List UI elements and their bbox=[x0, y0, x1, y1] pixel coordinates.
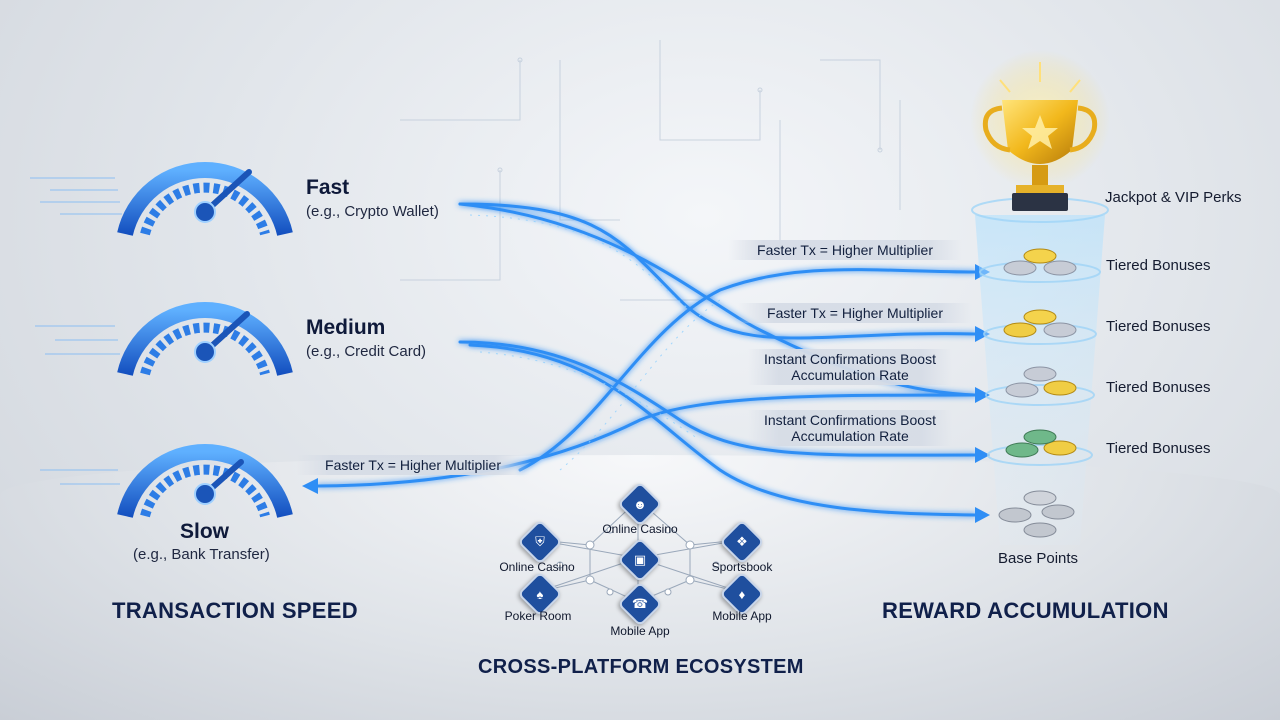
trophy-icon bbox=[970, 50, 1110, 211]
arrowhead-tier3 bbox=[975, 387, 990, 403]
node-label-poker-room: Poker Room bbox=[504, 609, 572, 623]
ticket-icon: ♦ bbox=[738, 586, 746, 602]
coin-stack-tier2 bbox=[1003, 309, 1077, 338]
cube-icon: ▣ bbox=[633, 552, 647, 567]
speedometer-slow bbox=[117, 444, 293, 518]
node-label-mobile-app-center: Mobile App bbox=[610, 624, 670, 638]
speedometer-fast bbox=[117, 162, 293, 236]
speed-example-medium: (e.g., Credit Card) bbox=[306, 343, 427, 360]
circuit-lines bbox=[400, 40, 901, 301]
speed-streaks bbox=[30, 177, 122, 485]
speedometer-medium bbox=[117, 302, 293, 376]
reward-label-tier3: Tiered Bonuses bbox=[1106, 379, 1211, 396]
flow-sparkles bbox=[469, 214, 721, 471]
flow-to-slow bbox=[316, 393, 977, 488]
flow-label-3: Instant Confirmations Boost Accumulation… bbox=[748, 349, 952, 385]
flow-fast-b bbox=[458, 202, 977, 397]
reward-label-jackpot: Jackpot & VIP Perks bbox=[1105, 189, 1242, 206]
flow-label-5: Faster Tx = Higher Multiplier bbox=[296, 455, 530, 475]
arrowhead-base bbox=[975, 507, 990, 523]
section-title-ecosystem: CROSS-PLATFORM ECOSYSTEM bbox=[478, 656, 804, 678]
coin-stack-tier1 bbox=[1003, 248, 1077, 276]
section-title-transaction-speed: TRANSACTION SPEED bbox=[112, 598, 358, 623]
reward-label-base: Base Points bbox=[998, 550, 1079, 567]
shield-icon: ⛨ bbox=[535, 534, 545, 549]
speed-example-slow: (e.g., Bank Transfer) bbox=[133, 546, 270, 563]
flow-medium bbox=[458, 340, 977, 457]
flow-label-2: Faster Tx = Higher Multiplier bbox=[738, 303, 972, 323]
user-icon: ☻ bbox=[633, 496, 647, 512]
coin-stack-tier3 bbox=[1005, 366, 1077, 398]
phone-icon: ☎ bbox=[631, 596, 649, 611]
speed-title-medium: Medium bbox=[306, 316, 386, 339]
cube-icon: ❖ bbox=[736, 534, 748, 549]
flow-to-first-tier bbox=[518, 268, 977, 472]
coin-stack-tier4 bbox=[1005, 429, 1077, 458]
reward-label-tier4: Tiered Bonuses bbox=[1106, 440, 1211, 457]
node-label-sportsbook: Sportsbook bbox=[711, 560, 773, 574]
node-label-online-casino-left: Online Casino bbox=[499, 560, 575, 574]
reward-label-tier2: Tiered Bonuses bbox=[1106, 318, 1211, 335]
speed-title-fast: Fast bbox=[306, 176, 350, 199]
node-label-online-casino-top: Online Casino bbox=[602, 522, 678, 536]
arrowhead-tier2 bbox=[975, 326, 990, 342]
arrowhead-tier4 bbox=[975, 447, 990, 463]
speed-example-fast: (e.g., Crypto Wallet) bbox=[306, 203, 439, 220]
spade-icon: ♠ bbox=[536, 586, 544, 602]
flow-label-1: Faster Tx = Higher Multiplier bbox=[728, 240, 962, 260]
section-title-reward-accumulation: REWARD ACCUMULATION bbox=[882, 598, 1169, 623]
arrowhead-slow bbox=[302, 478, 318, 494]
node-label-mobile-app-right: Mobile App bbox=[712, 609, 772, 623]
flow-fast bbox=[458, 202, 977, 340]
speed-title-slow: Slow bbox=[180, 520, 230, 543]
reward-label-tier1: Tiered Bonuses bbox=[1106, 257, 1211, 274]
flow-lines bbox=[316, 202, 977, 517]
coin-stack-base bbox=[998, 490, 1075, 538]
reward-rings bbox=[971, 197, 1109, 466]
flow-label-4: Instant Confirmations Boost Accumulation… bbox=[748, 410, 952, 446]
flow-medium-b bbox=[468, 343, 977, 517]
